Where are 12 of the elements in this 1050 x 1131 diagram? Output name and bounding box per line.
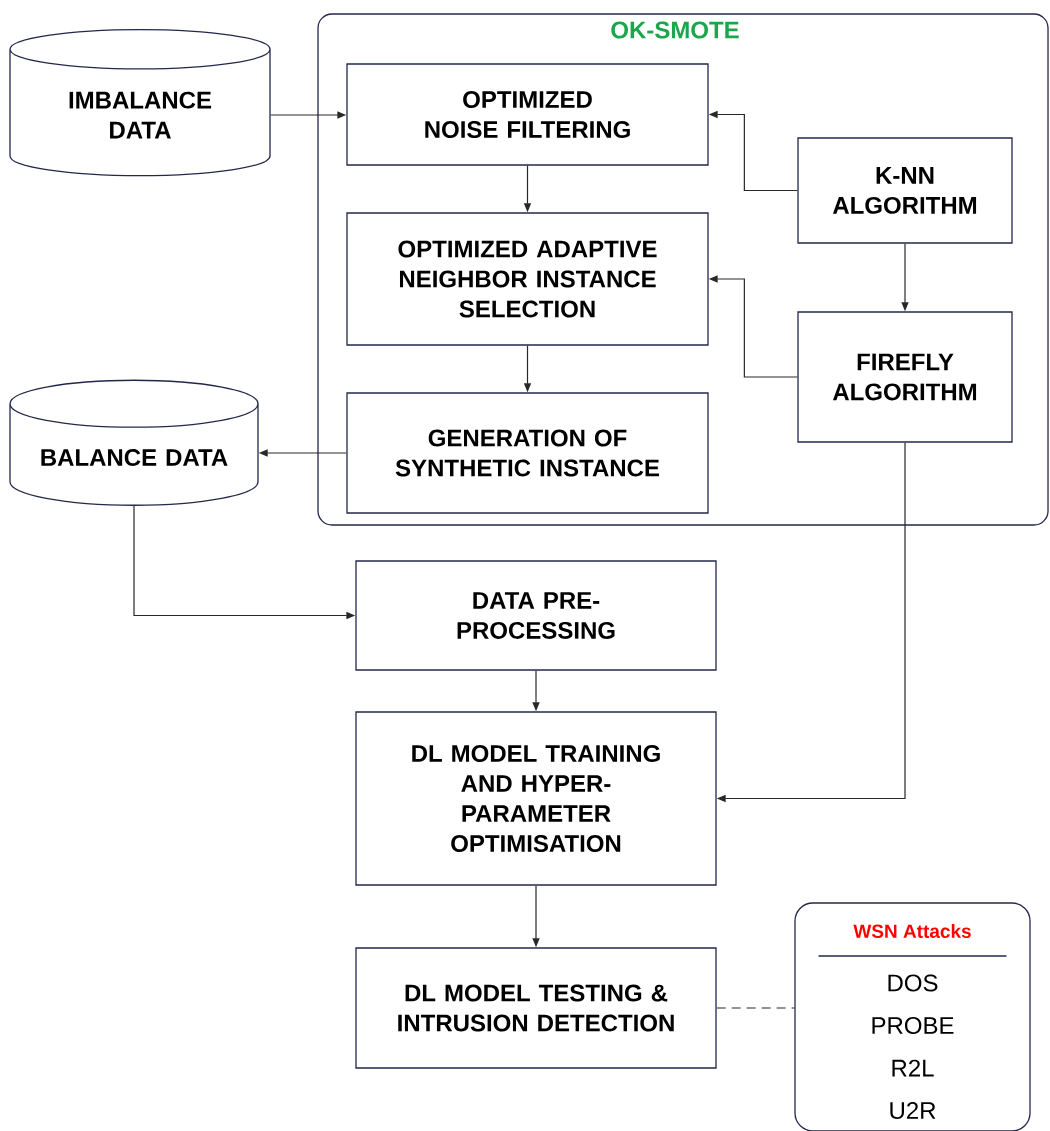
database-cylinder: BALANCE DATA xyxy=(9,379,259,506)
attack-list-box: WSN Attacks DOS PROBE R2L U2R xyxy=(794,902,1031,1131)
dashed-connector xyxy=(716,1007,795,1009)
process-box: DL MODEL TESTING & INTRUSION DETECTION xyxy=(355,947,717,1069)
process-box: DL MODEL TRAINING AND HYPER-PARAMETER OPTIMISATION xyxy=(355,711,717,886)
process-box: GENERATION OF SYNTHETIC INSTANCE xyxy=(346,392,709,514)
process-box: K-NN ALGORITHM xyxy=(797,137,1013,244)
process-box: DATA PRE-PROCESSING xyxy=(355,560,717,671)
database-cylinder: IMBALANCE DATA xyxy=(9,29,271,177)
process-box: FIREFLY ALGORITHM xyxy=(797,311,1013,443)
process-box: OPTIMIZED ADAPTIVE NEIGHBOR INSTANCE SELECTION xyxy=(346,212,709,346)
process-box: OPTIMIZED NOISE FILTERING xyxy=(346,63,709,166)
